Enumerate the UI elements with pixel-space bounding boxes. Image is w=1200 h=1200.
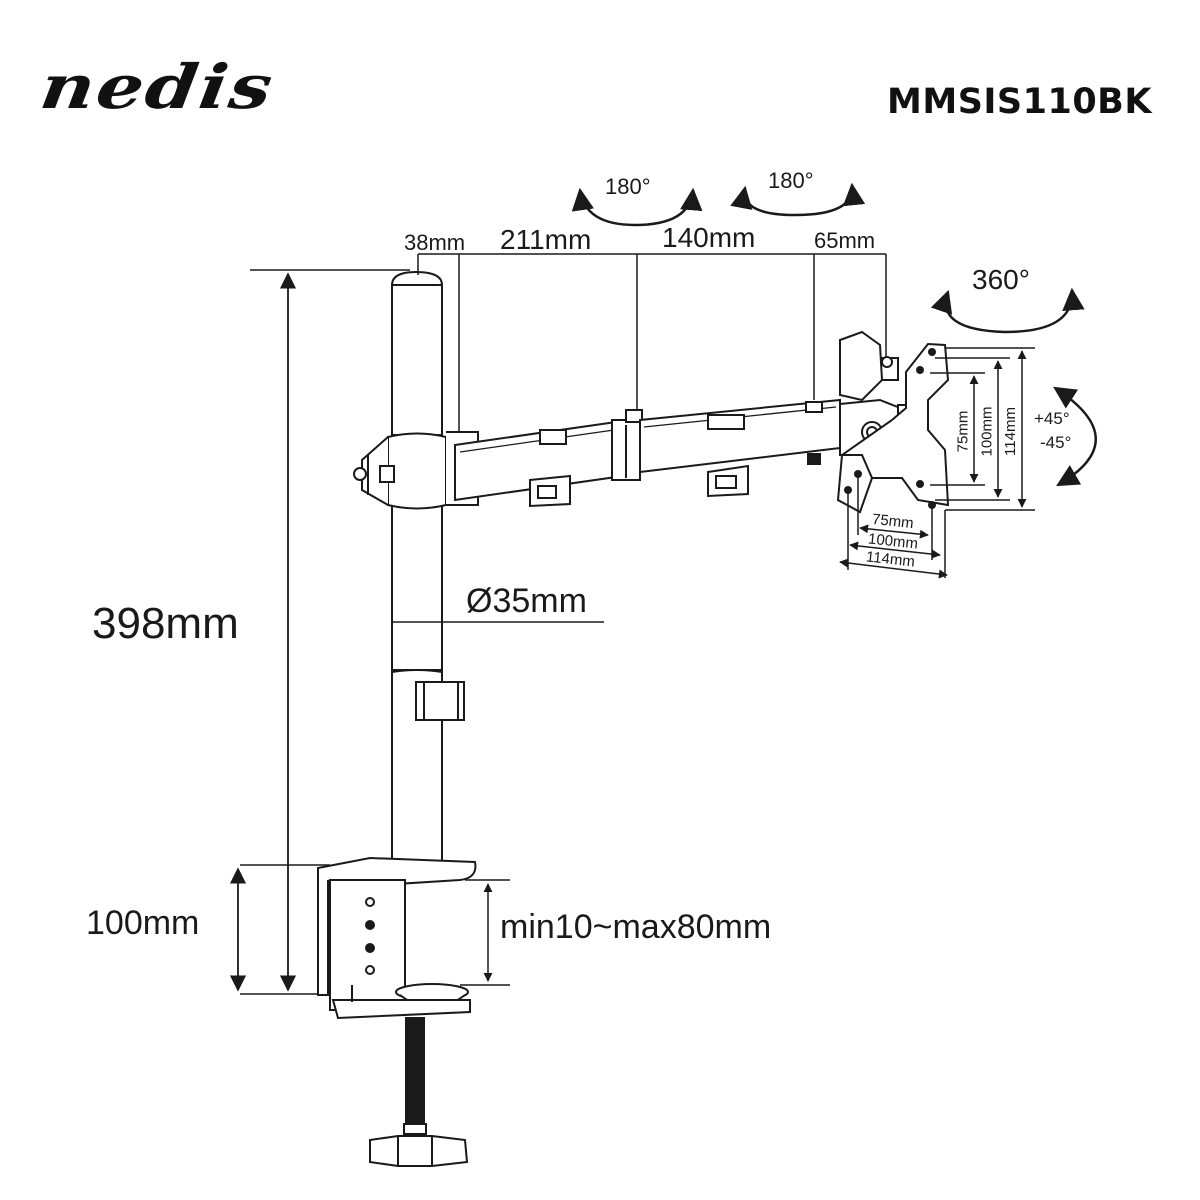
vesa-plate	[836, 342, 950, 514]
clamp-screw-collar	[403, 1123, 427, 1135]
pole-height-label: 398mm	[92, 599, 239, 648]
desk-thickness-label: min10~max80mm	[500, 908, 772, 946]
vesa-bracket	[839, 330, 884, 402]
rotation-arc-tilt	[1053, 386, 1097, 487]
tilt-down-label: -45°	[1040, 433, 1072, 452]
pole-offset-label: 38mm	[404, 230, 466, 255]
head-offset-label: 65mm	[814, 228, 876, 253]
clamp-knob	[369, 1135, 469, 1167]
middle-joint	[611, 409, 643, 481]
desk-thickness-dimension	[460, 879, 510, 986]
joint-2-rotation-label: 180°	[768, 168, 814, 193]
arm-length-dimension	[417, 253, 887, 432]
desk-clamp	[317, 856, 477, 1020]
tilt-up-label: +45°	[1034, 409, 1070, 428]
model-number: MMSIS110BK	[887, 82, 1152, 122]
clamp-height-label: 100mm	[86, 904, 200, 942]
clamp-screw	[405, 1017, 425, 1125]
arm-2-length-label: 140mm	[662, 222, 756, 253]
pole-height-dimension	[229, 269, 410, 995]
vesa-horizontal-dimension	[839, 474, 948, 579]
vesa-vertical-75-label: 75mm	[954, 410, 972, 453]
swivel-rotation-label: 360°	[972, 264, 1030, 295]
joint-1-rotation-label: 180°	[605, 174, 651, 199]
vesa-vertical-dimension	[930, 347, 1035, 511]
vesa-vertical-100-label: 100mm	[978, 406, 996, 457]
vesa-horizontal-75-label: 75mm	[871, 510, 915, 533]
pole-diameter-label: Ø35mm	[466, 582, 587, 620]
vesa-vertical-114-label: 114mm	[1001, 407, 1019, 456]
rotation-arc-joint-2	[730, 182, 866, 217]
rotation-arc-joint-1	[571, 187, 703, 227]
arm-1-length-label: 211mm	[500, 224, 592, 255]
pole	[391, 270, 465, 871]
arm-segment-2	[639, 398, 841, 498]
arm-segment-1	[454, 418, 631, 508]
rotation-arc-swivel	[930, 287, 1085, 334]
